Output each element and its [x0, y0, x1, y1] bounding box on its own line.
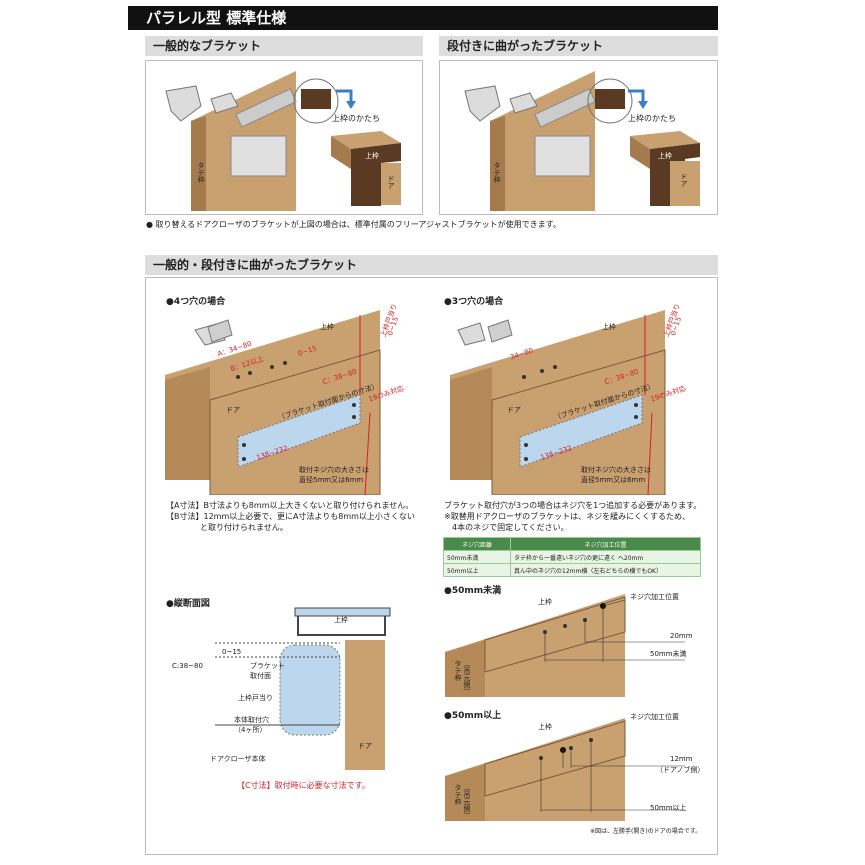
three-door-label: ドア — [507, 406, 521, 414]
header-general-stepped: 一般的・段付きに曲がったブラケット — [145, 255, 718, 275]
table-cell: 真ん中のネジ穴の12mm横（左右どちらの横でもOK） — [510, 563, 701, 577]
under50-side-frame: タテ枠 — [454, 660, 462, 681]
upper-frame-label-right: 上枠 — [658, 152, 672, 160]
four-holes-title: ●4つ穴の場合 — [166, 297, 226, 307]
header-stepped-bracket: 段付きに曲がったブラケット — [439, 36, 718, 56]
under50-d1: 20mm — [670, 632, 693, 640]
door-label-right: ドア — [680, 173, 688, 187]
section-door: ドア — [358, 742, 372, 750]
section-view-title: ●縦断面図 — [166, 599, 210, 609]
door-label-left: ドア — [387, 175, 395, 189]
section-view-diagram — [215, 607, 391, 770]
frame-shape-label-right: 上枠のかたち — [628, 114, 676, 123]
b-text-2: と取り付けられません。 — [200, 523, 288, 532]
over50-side-frame: タテ枠 — [454, 784, 462, 805]
over50-position: ネジ穴加工位置 — [630, 713, 679, 721]
standard-bracket-illustration — [165, 71, 401, 211]
c-text: 取付時に必要な寸法です。 — [274, 781, 370, 790]
a-text: B寸法よりも8mm以上大きくないと取り付けられません。 — [203, 501, 414, 510]
section-body-hole-1: 本体取付穴 — [234, 716, 269, 724]
four-screw-note-2: 直径5mm又は6mm — [299, 476, 364, 484]
three-upper-frame: 上枠 — [602, 323, 616, 331]
side-frame-label-left: タテ枠 — [197, 162, 205, 183]
side-frame-label-right: タテ枠 — [493, 162, 501, 183]
header-standard-bracket: 一般的なブラケット — [145, 36, 423, 56]
b-tag: 【B寸法】 — [166, 512, 204, 521]
section-bracket-label-2: 取付面 — [250, 672, 271, 680]
three-screw-note-1: 取付ネジ穴の大きさは — [581, 466, 651, 474]
panel-standard-bracket — [145, 60, 423, 215]
a-tag: 【A寸法】 — [166, 501, 204, 510]
b-text-1: 12mm以上必要で、更にA寸法よりも8mm以上小さくない — [203, 512, 415, 521]
over50-side-frame-sub: （吊元側） — [463, 784, 471, 819]
screw-position-table: ネジ穴距離ネジ穴加工位置 50mm未満タテ枠から一番遠いネジ穴の更に遠く へ20… — [443, 537, 701, 577]
over50-diagram — [445, 718, 685, 821]
table-cell: タテ枠から一番遠いネジ穴の更に遠く へ20mm — [510, 550, 701, 564]
over50-d1: 12mm — [670, 755, 693, 763]
section-range: 0~15 — [222, 648, 242, 656]
four-screw-note-1: 取付ネジ穴の大きさは — [299, 466, 369, 474]
section-closer-body: ドアクローザ本体 — [210, 755, 266, 763]
over50-title: ●50mm以上 — [444, 711, 502, 721]
four-upper-frame: 上枠 — [320, 323, 334, 331]
table-cell: 50mm以上 — [443, 563, 511, 577]
under50-side-frame-sub: （吊元側） — [463, 660, 471, 695]
section-upper-frame: 上枠 — [334, 616, 348, 624]
over50-upper-frame: 上枠 — [538, 723, 552, 731]
section-c-dim: C:38~80 — [172, 662, 203, 670]
three-text-2: ※取替用ドアクローザのブラケットは、ネジを緩みにくくするため、 — [444, 512, 690, 521]
three-holes-title: ●3つ穴の場合 — [444, 297, 504, 307]
under50-title: ●50mm未満 — [444, 586, 502, 596]
c-tag: 【C寸法】 — [237, 781, 275, 790]
under50-upper-frame: 上枠 — [538, 598, 552, 606]
stepped-bracket-illustration — [464, 71, 700, 211]
under50-diagram — [445, 594, 685, 697]
table-cell: 50mm未満 — [443, 550, 511, 564]
upper-frame-label-left: 上枠 — [365, 152, 379, 160]
four-door-label: ドア — [226, 406, 240, 414]
frame-shape-label-left: 上枠のかたち — [332, 114, 380, 123]
under50-d2: 50mm未満 — [650, 650, 687, 658]
over50-d1-sub: （ドアノブ側） — [656, 766, 705, 774]
page-title: パラレル型 標準仕様 — [128, 6, 718, 30]
table-header-position: ネジ穴加工位置 — [510, 537, 701, 551]
four-holes-diagram — [165, 310, 381, 495]
under50-position: ネジ穴加工位置 — [630, 593, 679, 601]
three-screw-note-2: 直径5mm又は6mm — [581, 476, 646, 484]
bracket-note: ● 取り替えるドアクローザのブラケットが上図の場合は、標準付属のフリーアジャスト… — [146, 220, 561, 229]
table-header-distance: ネジ穴距離 — [443, 537, 511, 551]
three-text-3: 4本のネジで固定してください。 — [452, 523, 569, 532]
three-holes-diagram — [450, 310, 666, 495]
over50-d2: 50mm以上 — [650, 804, 687, 812]
section-body-hole-2: （4ヶ所） — [234, 726, 267, 734]
section-stop: 上枠戸当り — [238, 694, 273, 702]
three-text-1: ブラケット取付穴が3つの場合はネジ穴を1つ追加する必要があります。 — [444, 501, 702, 510]
section-bracket-label-1: ブラケット — [250, 662, 285, 670]
panel-stepped-bracket — [439, 60, 718, 215]
over50-footnote: ※図は、左勝手(開き)のドアの場合です。 — [590, 828, 702, 835]
